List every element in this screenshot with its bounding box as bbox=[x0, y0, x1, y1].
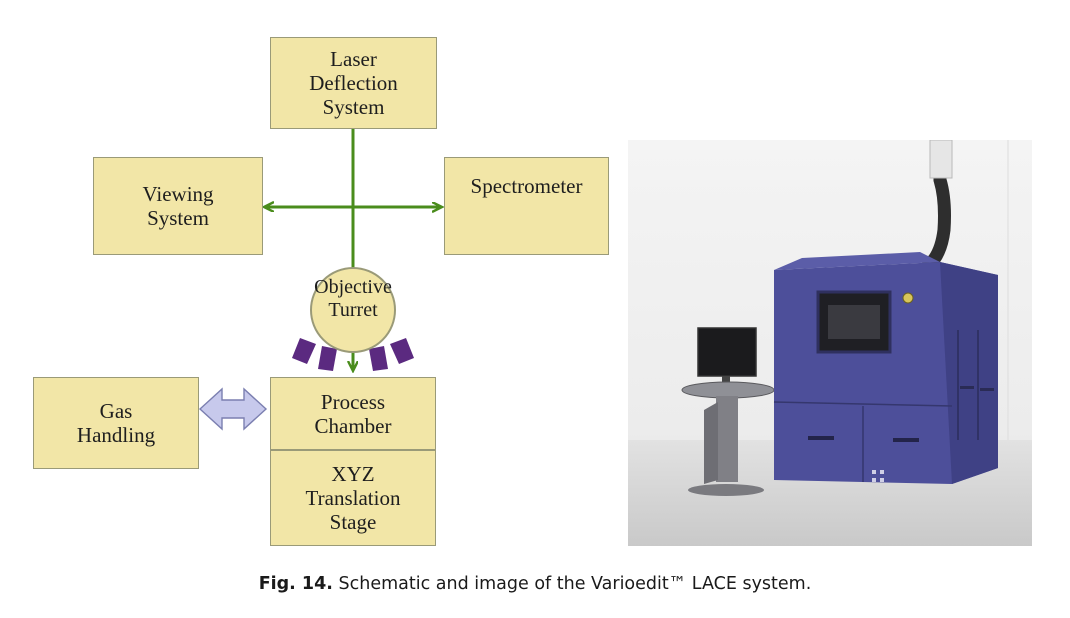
turret-objectives bbox=[292, 338, 414, 371]
laser-deflection-system-box: Laser Deflection System bbox=[270, 37, 437, 129]
gas-handling-label: Gas Handling bbox=[76, 399, 156, 447]
lace-system-photo bbox=[628, 140, 1032, 546]
laser-deflection-system-label: Laser Deflection System bbox=[309, 47, 398, 119]
process-chamber-box: Process Chamber bbox=[270, 377, 436, 450]
spectrometer-box: Spectrometer bbox=[444, 157, 609, 255]
gas-handling-box: Gas Handling bbox=[33, 377, 199, 469]
viewing-system-box: Viewing System bbox=[93, 157, 263, 255]
double-arrow-gas-process bbox=[198, 387, 268, 431]
process-chamber-label: Process Chamber bbox=[314, 389, 392, 438]
caption-text: Schematic and image of the Varioedit™ LA… bbox=[332, 574, 812, 594]
turret-label-line1: Objective bbox=[314, 276, 392, 298]
xyz-translation-stage-box: XYZ Translation Stage bbox=[270, 450, 436, 546]
turret-label-line2: Turret bbox=[328, 299, 378, 321]
caption-label: Fig. 14. bbox=[258, 574, 333, 594]
workstation bbox=[681, 327, 775, 496]
objective-turret-label: Objective Turret bbox=[296, 276, 410, 322]
viewing-system-label: Viewing System bbox=[142, 182, 214, 230]
xyz-translation-stage-label: XYZ Translation Stage bbox=[305, 462, 401, 534]
machine-body bbox=[773, 252, 998, 484]
figure-caption: Fig. 14. Schematic and image of the Vari… bbox=[0, 574, 1070, 594]
spectrometer-label: Spectrometer bbox=[470, 174, 583, 198]
